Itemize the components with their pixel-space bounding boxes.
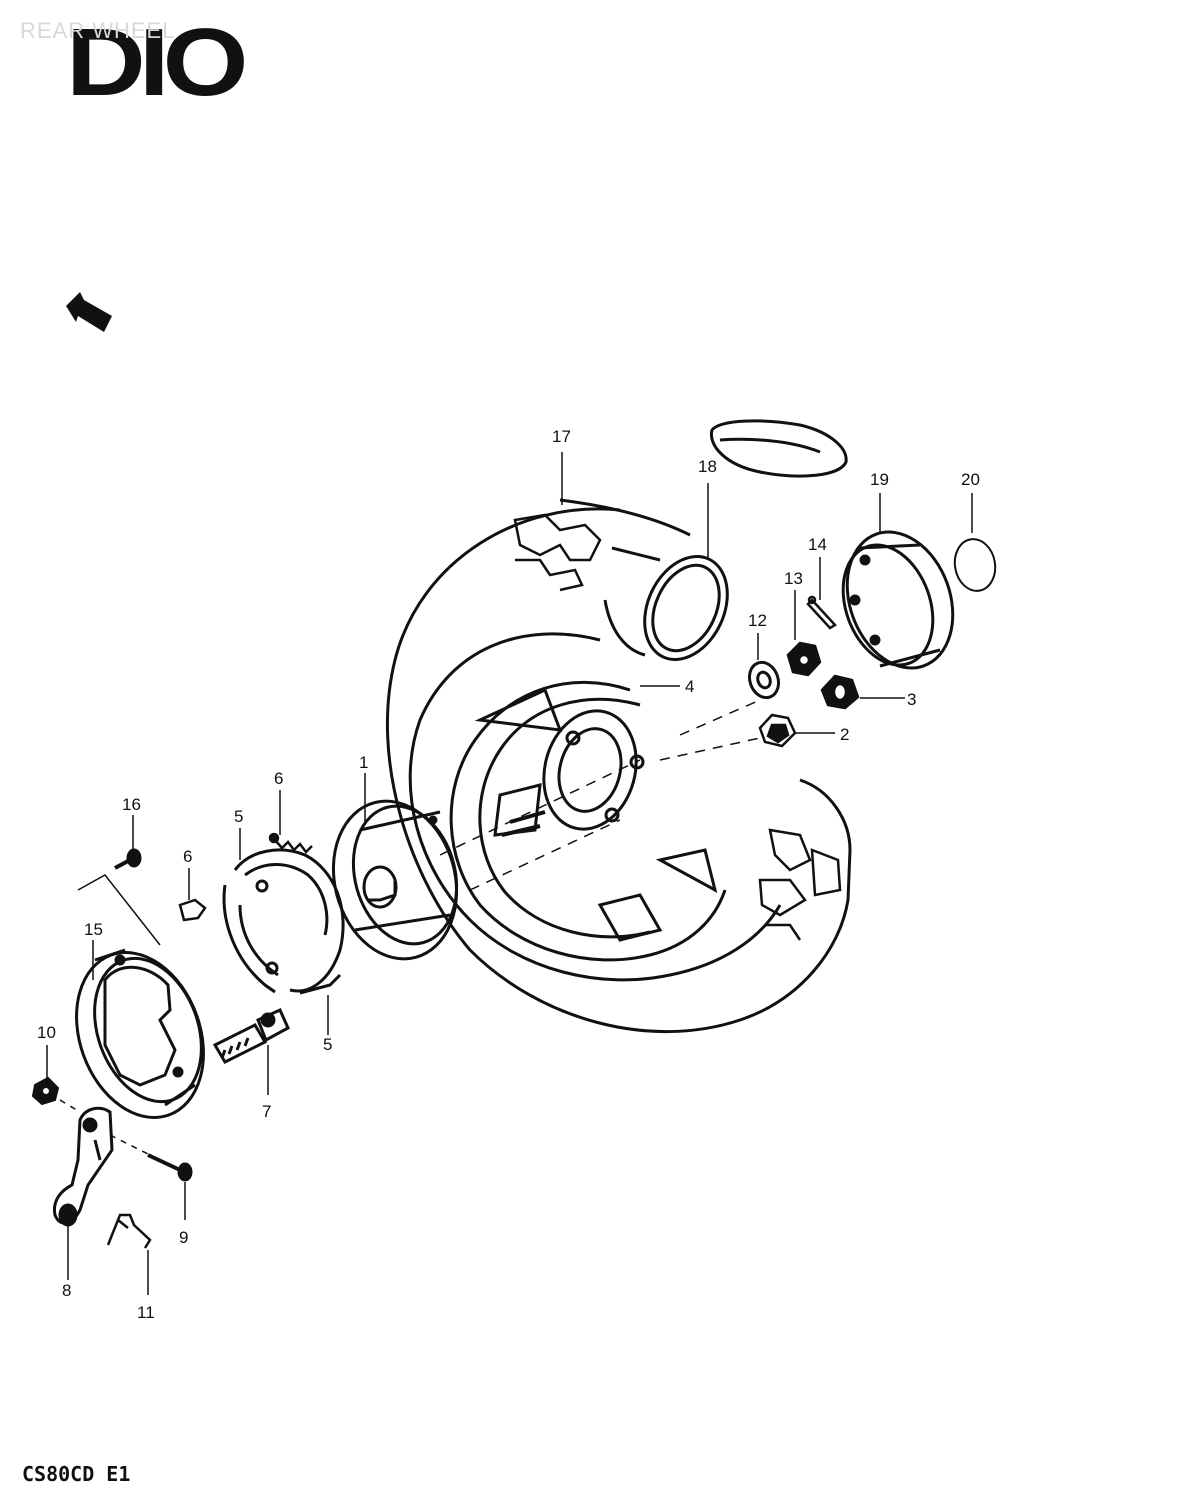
callout-10: 10 bbox=[37, 1023, 56, 1042]
callout-9: 9 bbox=[179, 1228, 188, 1247]
nut-part-10 bbox=[31, 1076, 60, 1106]
brake-panel-part-15 bbox=[75, 948, 205, 1119]
o-ring-part-20 bbox=[953, 538, 997, 592]
callout-17: 17 bbox=[552, 427, 571, 446]
callout-12: 12 bbox=[748, 611, 767, 630]
callout-14: 14 bbox=[808, 535, 827, 554]
callout-16: 16 bbox=[122, 795, 141, 814]
tire-part-17 bbox=[385, 498, 852, 1034]
callout-15: 15 bbox=[84, 920, 103, 939]
callout-6-top: 6 bbox=[274, 769, 283, 788]
callout-2: 2 bbox=[840, 725, 849, 744]
brake-drum-part-1 bbox=[331, 799, 459, 961]
callout-labels: 17 18 19 20 14 13 12 4 3 2 1 6 5 16 6 15… bbox=[37, 427, 980, 1322]
callout-13: 13 bbox=[784, 569, 803, 588]
callout-5-top: 5 bbox=[234, 807, 243, 826]
cotter-pin-part-14 bbox=[806, 595, 837, 630]
front-direction-arrow-icon bbox=[66, 292, 112, 332]
nut-part-3 bbox=[820, 674, 860, 710]
brake-spring-part-6 bbox=[178, 832, 313, 922]
bolt-part-16 bbox=[114, 848, 142, 870]
wheel-rim-part-4 bbox=[449, 680, 727, 962]
brake-shoes-part-5 bbox=[222, 848, 345, 995]
callout-8: 8 bbox=[62, 1281, 71, 1300]
callout-11: 11 bbox=[137, 1303, 155, 1322]
castle-nut-part-13 bbox=[786, 641, 822, 677]
callout-20: 20 bbox=[961, 470, 980, 489]
callout-7: 7 bbox=[262, 1102, 271, 1121]
section-watermark: REAR WHEEL bbox=[20, 18, 176, 43]
callout-3: 3 bbox=[907, 690, 916, 709]
callout-4: 4 bbox=[685, 677, 694, 696]
brand-logo: DIO bbox=[66, 9, 248, 116]
brake-cam-part-7 bbox=[212, 1008, 290, 1064]
axle-nut-part-2 bbox=[758, 713, 797, 748]
tire-cut-section bbox=[709, 419, 848, 478]
cover-part-19 bbox=[841, 530, 955, 670]
washer-part-12 bbox=[747, 660, 781, 700]
callout-6-left: 6 bbox=[183, 847, 192, 866]
tube-part-18 bbox=[603, 546, 729, 662]
model-code: CS80CD E1 bbox=[22, 1462, 131, 1486]
callout-1: 1 bbox=[359, 753, 368, 772]
callout-5-bottom: 5 bbox=[323, 1035, 332, 1054]
bolt-part-9 bbox=[147, 1153, 193, 1182]
wear-indicator-part-11 bbox=[106, 1213, 152, 1249]
brake-arm-part-8 bbox=[52, 1106, 114, 1227]
callout-19: 19 bbox=[870, 470, 889, 489]
leader-lines bbox=[46, 452, 973, 1295]
callout-18: 18 bbox=[698, 457, 717, 476]
